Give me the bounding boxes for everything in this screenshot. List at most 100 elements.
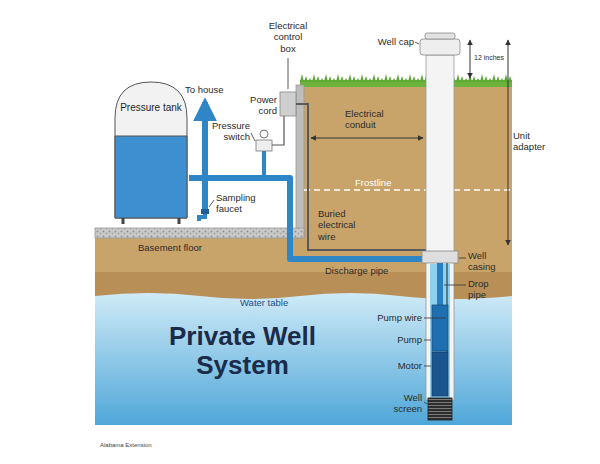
grass-blade	[472, 76, 476, 82]
grass-blades	[300, 74, 512, 82]
pressure-gauge	[260, 130, 268, 138]
part-label: Electrical control box	[266, 20, 310, 54]
grass-blade	[460, 76, 464, 82]
grass-blade	[348, 74, 352, 82]
part-label: Buried electrical wire	[318, 208, 362, 242]
grass-blade	[372, 74, 376, 82]
tank-feet	[123, 218, 179, 224]
grass-blade	[368, 78, 372, 82]
casing-water	[430, 264, 450, 398]
conduit-arrow	[311, 138, 423, 139]
leader-line	[424, 366, 431, 367]
leader-line	[251, 133, 255, 141]
part-label: Drop pipe	[468, 278, 498, 301]
grass-blade	[320, 78, 324, 82]
grass-blade	[328, 76, 332, 82]
grass-blade	[492, 74, 496, 82]
part-label: Power cord	[247, 94, 277, 117]
part-label: Well screen	[386, 392, 422, 415]
leader-line	[459, 258, 466, 259]
grass-blade	[480, 74, 484, 82]
grass-blade	[380, 78, 384, 82]
cap-vent	[425, 33, 455, 39]
pitless-adapter	[422, 251, 458, 263]
grass-blade	[384, 74, 388, 82]
grass-blade	[352, 76, 356, 82]
grass-blade	[344, 78, 348, 82]
buried-wire	[296, 104, 426, 250]
leader-line	[415, 42, 419, 44]
leader-line	[424, 340, 431, 341]
part-label: Well casing	[468, 250, 504, 273]
pump	[432, 305, 448, 351]
leader-line	[424, 318, 446, 319]
grass-blade	[504, 74, 508, 82]
dimension-arrow	[508, 40, 509, 245]
grass-blade	[416, 78, 420, 82]
grass-blade	[300, 74, 304, 82]
grass-blade	[508, 76, 512, 82]
part-label: Basement floor	[138, 242, 202, 253]
grass-blade	[488, 78, 492, 82]
grass-blade	[324, 74, 328, 82]
pressure-switch	[256, 140, 272, 151]
grass-blade	[404, 78, 408, 82]
grass-blade	[412, 76, 416, 82]
switch-pipe	[262, 151, 266, 178]
leader-line	[288, 58, 289, 89]
grass-blade	[332, 78, 336, 82]
part-label: 12 inches	[474, 54, 504, 62]
grass-blade	[388, 76, 392, 82]
grass-blade	[360, 74, 364, 82]
grass-blade	[396, 74, 400, 82]
grass-blade	[464, 78, 468, 82]
grass-blade	[376, 76, 380, 82]
power-cord	[272, 116, 284, 145]
basement-floor	[95, 228, 304, 238]
well-casing	[426, 55, 454, 400]
tank-water	[115, 136, 187, 218]
part-label: Discharge pipe	[325, 265, 388, 276]
faucet-valve	[201, 209, 209, 214]
part-label: Well cap	[378, 36, 414, 47]
well-cap	[420, 39, 460, 55]
part-label: Alabama Extension	[100, 442, 152, 449]
leader-line	[444, 285, 466, 286]
part-label: Unit adapter	[513, 130, 553, 153]
part-label: Frostline	[355, 177, 391, 188]
drop-pipe	[437, 263, 443, 305]
control-box	[280, 92, 296, 116]
grass-blade	[304, 76, 308, 82]
leader-line	[209, 200, 214, 207]
grass-blade	[496, 76, 500, 82]
grass-blade	[340, 76, 344, 82]
basement-wall	[296, 85, 304, 238]
part-label: Electrical conduit	[345, 108, 389, 131]
grass-blade	[356, 78, 360, 82]
part-label: To house	[185, 84, 224, 95]
part-label: Pump wire	[377, 312, 422, 323]
grass-blade	[408, 74, 412, 82]
frostline	[304, 189, 512, 191]
grass-blade	[364, 76, 368, 82]
well-screen	[428, 398, 452, 420]
node-label: Pressure tank	[113, 102, 189, 114]
grass-blade	[308, 78, 312, 82]
pressure-tank: Pressure tank	[113, 78, 189, 224]
part-label: Pressure switch	[208, 120, 250, 143]
grass-blade	[312, 74, 316, 82]
dimension-arrow	[470, 40, 471, 78]
grass-blade	[500, 78, 504, 82]
part-label: Pump	[397, 334, 422, 345]
part-label: Water table	[240, 297, 288, 308]
part-label: Motor	[398, 360, 422, 371]
grass-blade	[456, 74, 460, 82]
grass-blade	[336, 74, 340, 82]
grass-blade	[316, 76, 320, 82]
diagram-title: Private Well System	[160, 322, 325, 380]
grass-blade	[392, 78, 396, 82]
grass-blade	[400, 76, 404, 82]
